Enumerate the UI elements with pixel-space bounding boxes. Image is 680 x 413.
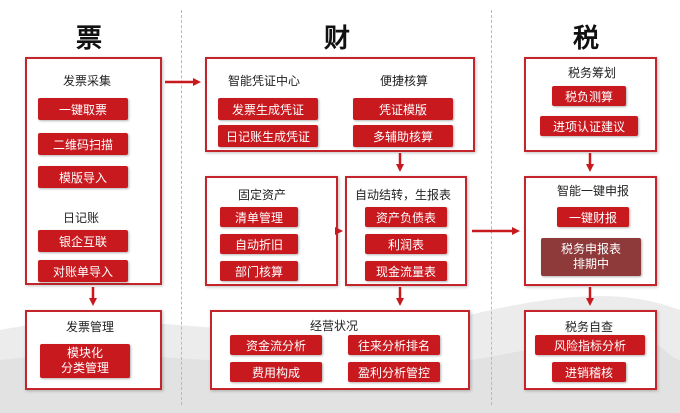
bank-link-button[interactable]: 银企互联: [38, 230, 128, 252]
risk-indicator-button[interactable]: 风险指标分析: [535, 335, 645, 355]
dept-account-button[interactable]: 部门核算: [220, 261, 298, 281]
expense-structure-button[interactable]: 费用构成: [230, 362, 322, 382]
tax-audit-title: 税务自查: [565, 320, 614, 334]
input-cert-button[interactable]: 进项认证建议: [540, 116, 638, 136]
one-click-report-button[interactable]: 一键财报: [557, 207, 629, 227]
invoice-collect-title: 发票采集: [63, 74, 112, 88]
counterparty-ranking-button[interactable]: 往来分析排名: [348, 335, 440, 355]
statement-import-button[interactable]: 对账单导入: [38, 260, 128, 282]
multi-aux-button[interactable]: 多辅助核算: [353, 125, 453, 147]
journal-title: 日记账: [63, 211, 100, 225]
operation-title: 经营状况: [310, 319, 359, 333]
cash-flow-button[interactable]: 现金流量表: [365, 261, 447, 281]
reports-title: 自动结转，生报表: [355, 188, 452, 202]
quick-accounting-title: 便捷核算: [380, 74, 429, 88]
balance-sheet-button[interactable]: 资产负债表: [365, 207, 447, 227]
journal-voucher-button[interactable]: 日记账生成凭证: [218, 125, 318, 147]
qr-scan-button[interactable]: 二维码扫描: [38, 133, 128, 155]
invoice-manage-title: 发票管理: [66, 320, 115, 334]
separator-right: [491, 10, 492, 405]
asset-list-button[interactable]: 清单管理: [220, 207, 298, 227]
depreciation-button[interactable]: 自动折旧: [220, 234, 298, 254]
tax-form-schedule-button: 税务申报表 排期中: [541, 238, 641, 276]
template-import-button[interactable]: 模版导入: [38, 166, 128, 188]
assets-title: 固定资产: [238, 188, 287, 202]
sales-audit-button[interactable]: 进销稽核: [552, 362, 626, 382]
category-manage-button[interactable]: 模块化 分类管理: [40, 344, 130, 378]
column-title-finance: 财: [324, 24, 351, 54]
column-title-invoice: 票: [76, 24, 103, 54]
income-statement-button[interactable]: 利润表: [365, 234, 447, 254]
column-title-tax: 税: [573, 24, 600, 54]
fetch-invoice-button[interactable]: 一键取票: [38, 98, 128, 120]
separator-left: [181, 10, 182, 405]
invoice-voucher-button[interactable]: 发票生成凭证: [218, 98, 318, 120]
voucher-template-button[interactable]: 凭证模版: [353, 98, 453, 120]
profit-control-button[interactable]: 盈利分析管控: [348, 362, 440, 382]
cash-flow-analysis-button[interactable]: 资金流分析: [230, 335, 322, 355]
tax-declare-title: 智能一键申报: [557, 184, 630, 198]
tax-plan-title: 税务筹划: [568, 66, 617, 80]
voucher-center-title: 智能凭证中心: [228, 74, 301, 88]
tax-burden-button[interactable]: 税负测算: [552, 86, 626, 106]
